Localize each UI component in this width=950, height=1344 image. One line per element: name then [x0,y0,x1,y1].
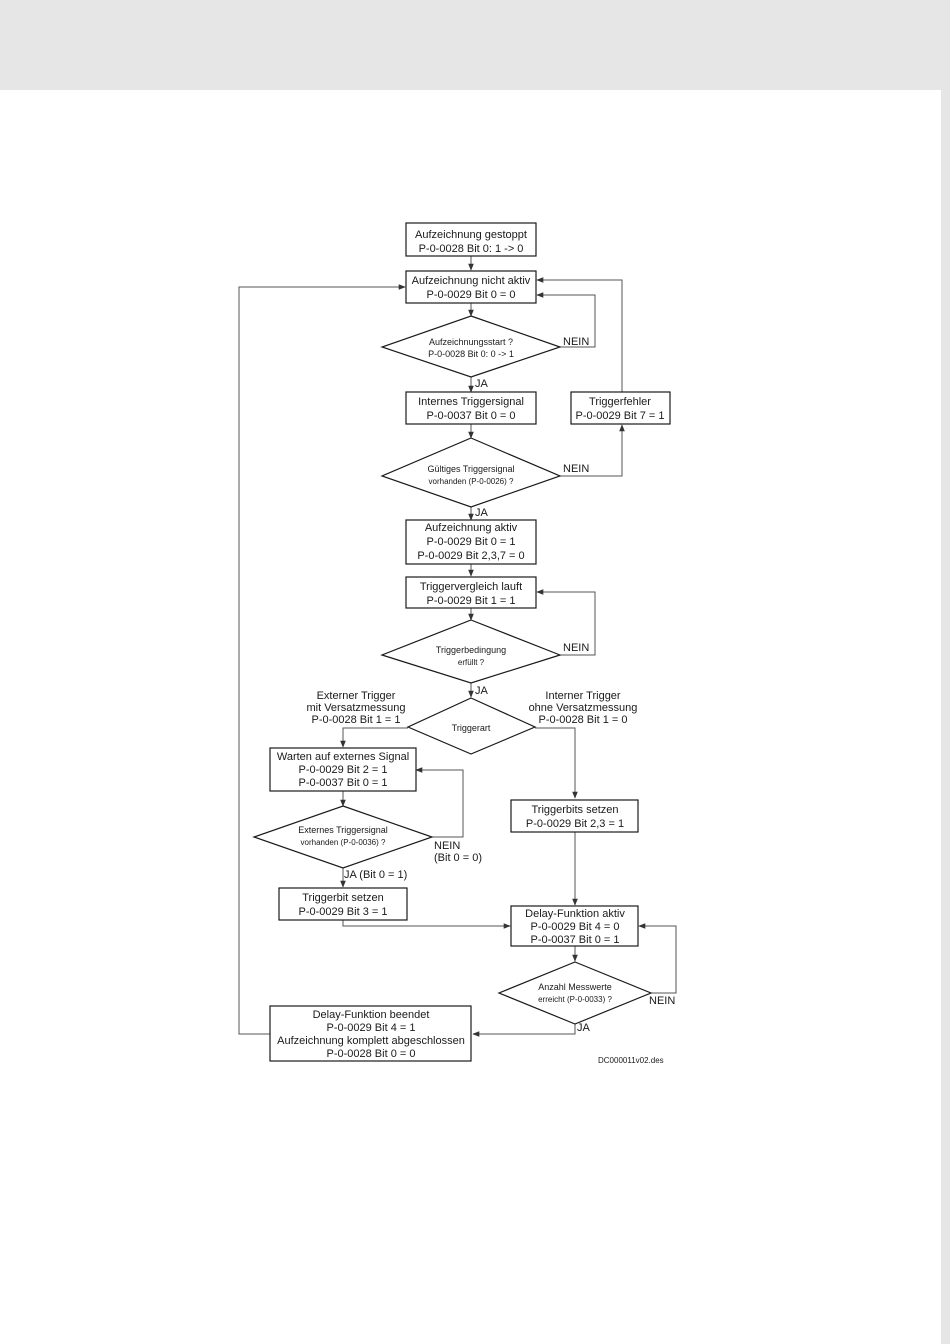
connectors [238,256,677,1037]
box-set-triggerbits: Triggerbits setzen P-0-0029 Bit 2,3 = 1 [510,799,639,833]
svg-text:ohne Versatzmessung: ohne Versatzmessung [529,702,638,714]
label-nein-external: NEIN [434,840,460,852]
box-recording-stopped: Aufzeichnung gestoppt P-0-0028 Bit 0: 1 … [405,222,537,257]
svg-text:Triggerbit setzen: Triggerbit setzen [302,892,384,904]
svg-text:Anzahl Messwerte: Anzahl Messwerte [538,982,612,992]
decision-valid-trigger: Gültiges Triggersignal vorhanden (P-0-00… [380,437,562,508]
label-ja-valid: JA [475,507,489,519]
svg-text:P-0-0028 Bit 1 = 1: P-0-0028 Bit 1 = 1 [312,714,401,726]
svg-text:Aufzeichnung aktiv: Aufzeichnung aktiv [425,522,518,534]
svg-text:Aufzeichnungsstart ?: Aufzeichnungsstart ? [429,337,513,347]
svg-text:vorhanden (P-0-0026) ?: vorhanden (P-0-0026) ? [429,477,514,486]
svg-text:Aufzeichnung nicht aktiv: Aufzeichnung nicht aktiv [412,275,531,287]
box-trigger-compare: Triggervergleich lauft P-0-0029 Bit 1 = … [405,576,537,609]
svg-text:P-0-0028 Bit 0 = 0: P-0-0028 Bit 0 = 0 [327,1048,416,1060]
svg-text:P-0-0037 Bit 0 = 1: P-0-0037 Bit 0 = 1 [531,934,620,946]
svg-text:P-0-0029 Bit 0 = 1: P-0-0029 Bit 0 = 1 [427,536,516,548]
figure-id: DC000011v02.des [598,1056,664,1065]
svg-text:P-0-0029 Bit 4 = 1: P-0-0029 Bit 4 = 1 [327,1022,416,1034]
svg-text:P-0-0037 Bit 0 = 1: P-0-0037 Bit 0 = 1 [299,777,388,789]
decision-external-signal: Externes Triggersignal vorhanden (P-0-00… [252,805,434,869]
svg-text:P-0-0029 Bit 2 = 1: P-0-0029 Bit 2 = 1 [299,764,388,776]
svg-text:P-0-0029 Bit 3 = 1: P-0-0029 Bit 3 = 1 [299,906,388,918]
decision-recording-start: Aufzeichnungsstart ? P-0-0028 Bit 0: 0 -… [380,315,562,378]
box-set-triggerbit: Triggerbit setzen P-0-0029 Bit 3 = 1 [278,887,408,921]
decision-trigger-condition: Triggerbedingung erfüllt ? [380,619,562,684]
svg-text:Delay-Funktion aktiv: Delay-Funktion aktiv [525,908,625,920]
svg-text:vorhanden (P-0-0036) ?: vorhanden (P-0-0036) ? [301,838,386,847]
svg-text:erreicht (P-0-0033) ?: erreicht (P-0-0033) ? [538,995,612,1004]
svg-text:Warten auf externes Signal: Warten auf externes Signal [277,751,409,763]
label-ja-start: JA [475,378,489,390]
svg-text:Triggerbedingung: Triggerbedingung [436,645,506,655]
svg-text:P-0-0029 Bit 7 = 1: P-0-0029 Bit 7 = 1 [576,410,665,422]
svg-text:P-0-0029 Bit 2,3 = 1: P-0-0029 Bit 2,3 = 1 [526,818,624,830]
label-nein-count: NEIN [649,995,675,1007]
svg-text:P-0-0028 Bit 1 = 0: P-0-0028 Bit 1 = 0 [539,714,628,726]
svg-text:Triggerfehler: Triggerfehler [589,396,651,408]
page-header-band [0,0,950,90]
box-recording-inactive: Aufzeichnung nicht aktiv P-0-0029 Bit 0 … [405,270,537,304]
svg-text:mit Versatzmessung: mit Versatzmessung [306,702,405,714]
label-ja-external: JA (Bit 0 = 1) [344,869,407,881]
svg-text:Externes Triggersignal: Externes Triggersignal [298,825,388,835]
svg-text:Triggerbits setzen: Triggerbits setzen [531,804,618,816]
svg-text:erfüllt ?: erfüllt ? [458,658,485,667]
label-nein-start: NEIN [563,336,589,348]
box-delay-active: Delay-Funktion aktiv P-0-0029 Bit 4 = 0 … [510,905,639,947]
label-nein-condition: NEIN [563,642,589,654]
svg-text:P-0-0029 Bit 4 = 0: P-0-0029 Bit 4 = 0 [531,921,620,933]
branch-labels: NEIN JA NEIN JA NEIN JA Externer Trigger… [306,336,675,1065]
box-trigger-error: Triggerfehler P-0-0029 Bit 7 = 1 [570,391,671,425]
svg-text:Triggerart: Triggerart [452,723,491,733]
svg-text:Internes Triggersignal: Internes Triggersignal [418,396,524,408]
label-nein-valid: NEIN [563,463,589,475]
box-wait-external-signal: Warten auf externes Signal P-0-0029 Bit … [269,747,417,792]
label-external-trigger: Externer Trigger [317,690,396,702]
svg-text:P-0-0029 Bit 1 = 1: P-0-0029 Bit 1 = 1 [427,595,516,607]
svg-text:Gültiges Triggersignal: Gültiges Triggersignal [427,464,514,474]
svg-text:P-0-0029 Bit 0 = 0: P-0-0029 Bit 0 = 0 [427,289,516,301]
svg-text:P-0-0029 Bit 2,3,7 = 0: P-0-0029 Bit 2,3,7 = 0 [417,550,524,562]
svg-text:(Bit 0 = 0): (Bit 0 = 0) [434,852,482,864]
box-recording-active: Aufzeichnung aktiv P-0-0029 Bit 0 = 1 P-… [405,519,537,565]
svg-text:P-0-0028 Bit 0: 0 -> 1: P-0-0028 Bit 0: 0 -> 1 [428,349,514,359]
svg-text:Aufzeichnung gestoppt: Aufzeichnung gestoppt [415,229,527,241]
svg-text:P-0-0037 Bit 0 = 0: P-0-0037 Bit 0 = 0 [427,410,516,422]
box-internal-trigger-signal: Internes Triggersignal P-0-0037 Bit 0 = … [405,391,537,425]
svg-text:P-0-0028 Bit 0: 1 -> 0: P-0-0028 Bit 0: 1 -> 0 [419,243,524,255]
svg-text:Triggervergleich lauft: Triggervergleich lauft [420,581,522,593]
label-ja-condition: JA [475,685,489,697]
svg-text:Aufzeichnung komplett abgeschl: Aufzeichnung komplett abgeschlossen [277,1035,465,1047]
decision-trigger-type: Triggerart [406,697,537,755]
svg-text:Delay-Funktion beendet: Delay-Funktion beendet [313,1009,430,1021]
page-edge-band [941,90,950,1344]
decision-count-reached: Anzahl Messwerte erreicht (P-0-0033) ? [497,961,653,1025]
label-ja-count: JA [577,1022,591,1034]
box-delay-ended: Delay-Funktion beendet P-0-0029 Bit 4 = … [269,1005,472,1062]
label-internal-trigger: Interner Trigger [545,690,621,702]
